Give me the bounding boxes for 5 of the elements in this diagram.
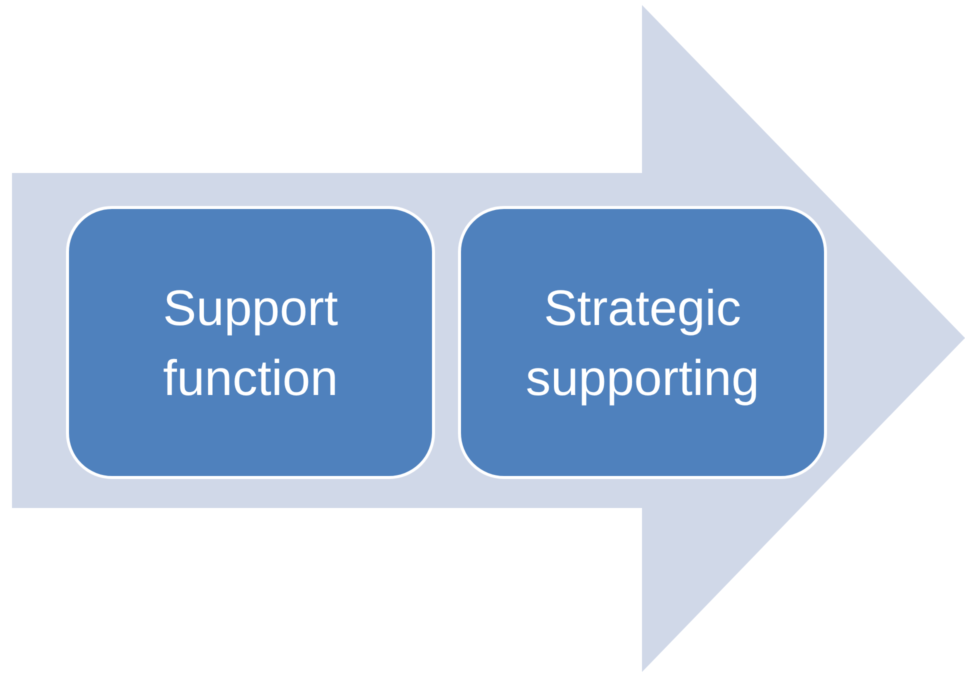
box-label: Support function [162, 278, 340, 408]
process-box [458, 206, 827, 479]
box-label: Strategic supporting [524, 278, 760, 408]
process-box [66, 206, 435, 479]
block-arrow [12, 5, 965, 672]
